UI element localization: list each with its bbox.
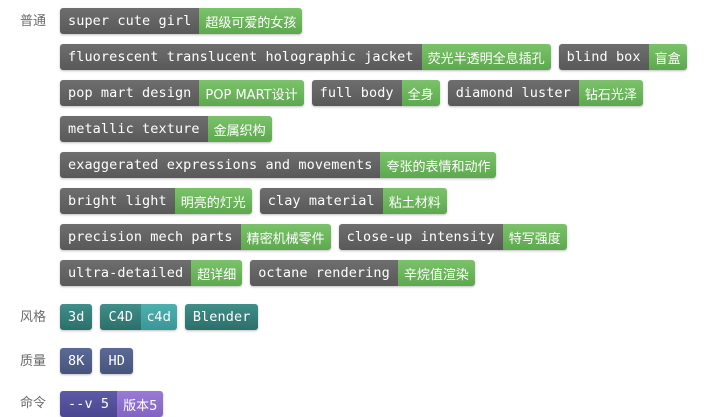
tag-zh-label: 全身 <box>401 80 440 106</box>
tag-row: exaggerated expressions and movements 夸张… <box>60 152 497 178</box>
tag-pop-mart-design[interactable]: pop mart design POP MART设计 <box>60 80 304 106</box>
tag-en-label: metallic texture <box>60 116 208 142</box>
tag-en-label: diamond luster <box>447 80 579 106</box>
tag-row: --v 5 版本5 <box>60 391 164 417</box>
tag-metallic-texture[interactable]: metallic texture 金属织构 <box>60 116 272 142</box>
tag-holographic-jacket[interactable]: fluorescent translucent holographic jack… <box>60 44 551 70</box>
tag-row: bright light 明亮的灯光 clay material 粘土材料 <box>60 188 447 214</box>
tag-en-label: blind box <box>558 44 649 70</box>
tag-en-label: clay material <box>259 188 383 214</box>
tag-en-label: --v 5 <box>60 391 118 417</box>
tag-bright-light[interactable]: bright light 明亮的灯光 <box>60 188 252 214</box>
tag-en-label: close-up intensity <box>338 224 503 250</box>
tag-en-label: exaggerated expressions and movements <box>60 152 381 178</box>
tag-full-body[interactable]: full body 全身 <box>311 80 440 106</box>
tag-close-up-intensity[interactable]: close-up intensity 特写强度 <box>338 224 567 250</box>
tag-zh-label: 粘土材料 <box>382 188 447 214</box>
tag-en-label: pop mart design <box>60 80 200 106</box>
tag-diamond-luster[interactable]: diamond luster 钻石光泽 <box>447 80 643 106</box>
tag-zh-label: 精密机械零件 <box>240 224 331 250</box>
tag-zh-label: 超级可爱的女孩 <box>199 8 303 34</box>
tag-c4d[interactable]: C4D c4d <box>100 304 177 330</box>
tag-en-label: 3d <box>60 304 93 330</box>
tag-zh-label: 夸张的表情和动作 <box>380 152 497 178</box>
tag-row: pop mart design POP MART设计 full body 全身 … <box>60 80 643 106</box>
tag-en-label: octane rendering <box>250 260 398 286</box>
tag-ultra-detailed[interactable]: ultra-detailed 超详细 <box>60 260 243 286</box>
tag-zh-label: 金属织构 <box>207 116 272 142</box>
tag-en-label: bright light <box>60 188 175 214</box>
tag-clay-material[interactable]: clay material 粘土材料 <box>259 188 447 214</box>
tag-blender[interactable]: Blender <box>184 304 259 330</box>
tag-en-label: Blender <box>184 304 259 330</box>
tag-row: super cute girl 超级可爱的女孩 <box>60 8 303 34</box>
section-label-quality: 质量 <box>20 354 47 369</box>
tag-row: 3d C4D c4d Blender <box>60 304 259 330</box>
section-label-style: 风格 <box>20 310 47 325</box>
tag-en-label: precision mech parts <box>60 224 241 250</box>
tag-8k[interactable]: 8K <box>60 348 93 374</box>
tag-row: fluorescent translucent holographic jack… <box>60 44 687 70</box>
tag-en-label: 8K <box>60 348 93 374</box>
tag-zh-label: 钻石光泽 <box>578 80 643 106</box>
tag-en-label: full body <box>311 80 402 106</box>
tag-octane-rendering[interactable]: octane rendering 辛烷值渲染 <box>250 260 475 286</box>
tag-en-label: C4D <box>100 304 142 330</box>
tag-row: metallic texture 金属织构 <box>60 116 272 142</box>
tag-zh-label: 盲盒 <box>648 44 687 70</box>
tag-en-label: super cute girl <box>60 8 200 34</box>
tag-zh-label: 荧光半透明全息插孔 <box>421 44 551 70</box>
tag-zh-label: 辛烷值渲染 <box>397 260 475 286</box>
tag-row: precision mech parts 精密机械零件 close-up int… <box>60 224 567 250</box>
tag-zh-label: 特写强度 <box>502 224 567 250</box>
tag-blind-box[interactable]: blind box 盲盒 <box>558 44 687 70</box>
tag-en-label: fluorescent translucent holographic jack… <box>60 44 422 70</box>
tag-zh-label: c4d <box>141 304 177 330</box>
section-label-command: 命令 <box>20 396 47 411</box>
tag-en-label: HD <box>100 348 133 374</box>
tag-version-5[interactable]: --v 5 版本5 <box>60 391 164 417</box>
tag-super-cute-girl[interactable]: super cute girl 超级可爱的女孩 <box>60 8 303 34</box>
tag-en-label: ultra-detailed <box>60 260 192 286</box>
tag-zh-label: POP MART设计 <box>199 80 304 106</box>
tag-exaggerated-expressions[interactable]: exaggerated expressions and movements 夸张… <box>60 152 497 178</box>
tag-row: ultra-detailed 超详细 octane rendering 辛烷值渲… <box>60 260 475 286</box>
tag-zh-label: 超详细 <box>191 260 243 286</box>
tag-zh-label: 版本5 <box>117 391 164 417</box>
section-label-general: 普通 <box>20 14 47 29</box>
tag-precision-mech-parts[interactable]: precision mech parts 精密机械零件 <box>60 224 331 250</box>
tag-row: 8K HD <box>60 348 133 374</box>
tag-3d[interactable]: 3d <box>60 304 93 330</box>
tag-zh-label: 明亮的灯光 <box>174 188 252 214</box>
tag-hd[interactable]: HD <box>100 348 133 374</box>
